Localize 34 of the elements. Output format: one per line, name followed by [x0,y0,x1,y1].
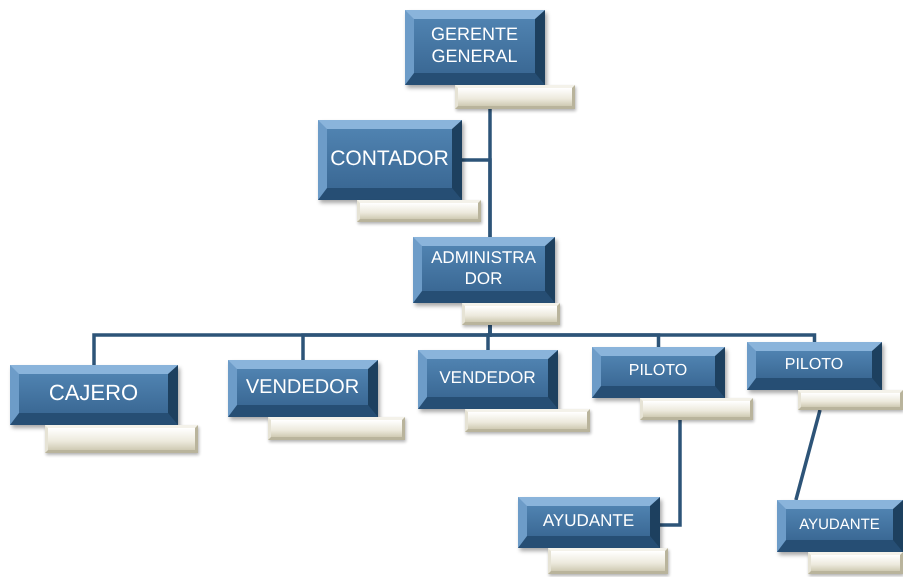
name-plate [462,303,560,325]
name-plate [455,85,575,109]
position-title: ADMINISTRA DOR [430,248,537,289]
name-plate [465,409,590,432]
position-title: GERENTE GENERAL [430,24,519,68]
position-box [418,350,558,409]
name-plate [798,390,903,410]
name-plate [640,398,753,420]
position-title: CONTADOR [330,146,449,172]
position-box [777,500,903,552]
name-plate [548,548,668,574]
position-title: VENDEDOR [439,368,536,388]
position-box [592,347,725,398]
position-box [318,120,462,200]
position-title: AYUDANTE [799,516,880,534]
name-plate [357,200,481,222]
position-box [747,342,882,390]
position-title: VENDEDOR [246,375,360,399]
position-box [10,365,178,425]
connector-line [462,158,492,237]
connector-line [794,410,822,500]
name-plate [808,552,903,574]
connector-line [660,420,682,527]
name-plate [45,425,198,453]
position-box [518,497,660,548]
position-box [405,10,545,85]
connector-line [488,325,816,342]
position-box [413,237,555,303]
position-title: AYUDANTE [542,510,634,532]
position-title: CAJERO [48,380,138,407]
name-plate [268,417,405,440]
position-box [228,360,378,417]
position-title: PILOTO [784,354,844,374]
position-title: PILOTO [628,361,688,381]
